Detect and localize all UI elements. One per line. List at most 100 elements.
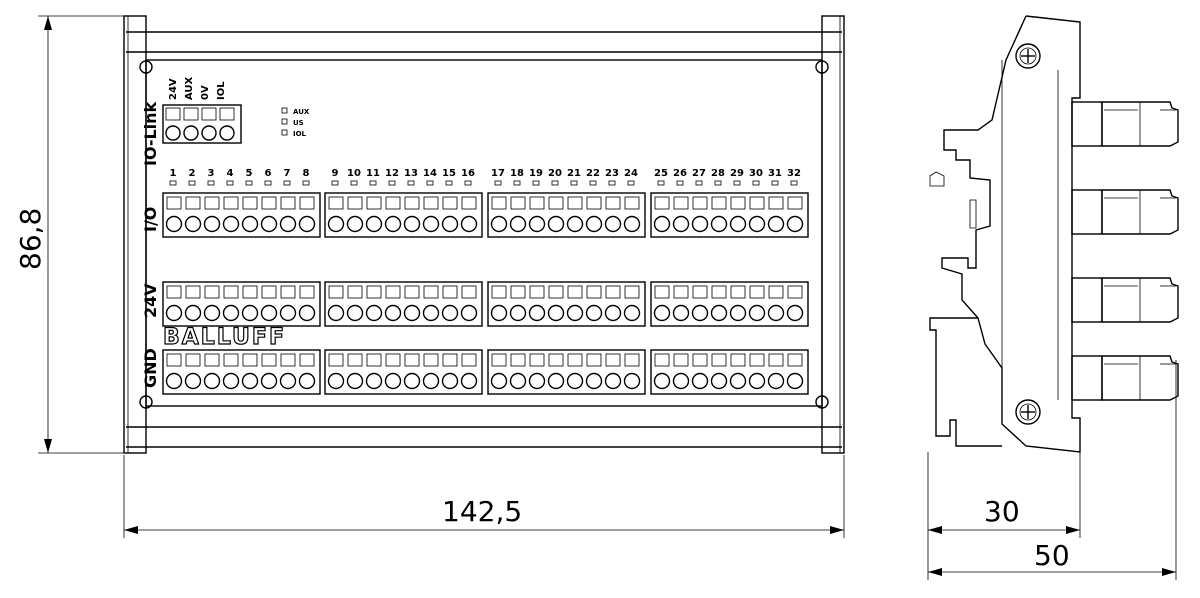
dim-depth-outer: 50 (1034, 539, 1070, 572)
terminal-opening (604, 215, 622, 233)
side-connector-plug (1101, 189, 1179, 235)
channel-led (207, 180, 215, 186)
terminal-latch (787, 196, 803, 210)
terminal-latch (768, 196, 784, 210)
terminal-latch (404, 353, 420, 367)
terminal-latch (673, 285, 689, 299)
terminal-latch (529, 196, 545, 210)
terminal-latch (423, 196, 439, 210)
terminal-latch (223, 285, 239, 299)
terminal-block-24v (162, 281, 321, 327)
terminal-opening (346, 215, 364, 233)
terminal-latch (711, 353, 727, 367)
terminal-opening (786, 304, 804, 322)
terminal-latch (423, 353, 439, 367)
terminal-opening (748, 372, 766, 390)
terminal-opening (691, 215, 709, 233)
terminal-opening (729, 304, 747, 322)
terminal-opening (365, 372, 383, 390)
channel-led (627, 180, 635, 186)
iolink-pin-label: IOL (216, 81, 227, 100)
terminal-opening (786, 215, 804, 233)
terminal-latch (423, 285, 439, 299)
terminal-opening (460, 215, 478, 233)
terminal-block-24v (324, 281, 483, 327)
channel-number: 23 (605, 168, 619, 179)
terminal-opening (346, 372, 364, 390)
terminal-latch (654, 353, 670, 367)
terminal-opening (403, 304, 421, 322)
channel-led (733, 180, 741, 186)
channel-led (245, 180, 253, 186)
terminal-opening (672, 372, 690, 390)
terminal-opening (786, 372, 804, 390)
terminal-opening (222, 304, 240, 322)
channel-led (283, 180, 291, 186)
row-label-gnd: GND (141, 348, 160, 388)
terminal-opening (222, 215, 240, 233)
terminal-latch (548, 196, 564, 210)
terminal-latch (442, 353, 458, 367)
terminal-opening (547, 304, 565, 322)
channel-led (589, 180, 597, 186)
terminal-latch (280, 196, 296, 210)
terminal-latch (280, 353, 296, 367)
terminal-opening (509, 304, 527, 322)
terminal-block-io (162, 192, 321, 238)
channel-number: 30 (749, 168, 763, 179)
terminal-opening (490, 372, 508, 390)
iolink-latch (165, 107, 181, 121)
terminal-opening (585, 304, 603, 322)
terminal-latch (510, 196, 526, 210)
terminal-latch (166, 196, 182, 210)
iolink-latch (183, 107, 199, 121)
terminal-opening (365, 304, 383, 322)
channel-number: 21 (567, 168, 581, 179)
terminal-latch (768, 353, 784, 367)
terminal-opening (241, 372, 259, 390)
terminal-latch (204, 353, 220, 367)
terminal-block-io (650, 192, 809, 238)
terminal-latch (461, 353, 477, 367)
terminal-opening (165, 304, 183, 322)
terminal-opening (422, 372, 440, 390)
channel-number: 3 (208, 168, 215, 179)
terminal-block-io (324, 192, 483, 238)
channel-led (464, 180, 472, 186)
terminal-latch (347, 285, 363, 299)
terminal-latch (548, 285, 564, 299)
terminal-latch (366, 285, 382, 299)
terminal-latch (567, 353, 583, 367)
terminal-opening (509, 372, 527, 390)
terminal-opening (528, 372, 546, 390)
terminal-opening (547, 215, 565, 233)
terminal-opening (241, 304, 259, 322)
terminal-latch (586, 196, 602, 210)
channel-number: 5 (246, 168, 253, 179)
channel-led (513, 180, 521, 186)
terminal-opening (623, 372, 641, 390)
terminal-opening (184, 372, 202, 390)
terminal-opening (528, 215, 546, 233)
terminal-latch (366, 196, 382, 210)
terminal-latch (280, 285, 296, 299)
terminal-opening (653, 372, 671, 390)
terminal-latch (692, 353, 708, 367)
terminal-latch (185, 353, 201, 367)
terminal-latch (768, 285, 784, 299)
channel-led (790, 180, 798, 186)
dim-width: 142,5 (442, 495, 522, 528)
terminal-latch (692, 196, 708, 210)
terminal-opening (460, 304, 478, 322)
channel-number: 8 (303, 168, 310, 179)
terminal-block-io (487, 192, 646, 238)
terminal-opening (585, 215, 603, 233)
terminal-latch (328, 196, 344, 210)
side-connector-base (1071, 277, 1103, 323)
terminal-opening (441, 215, 459, 233)
row-label-iolink: IO-Link (141, 101, 160, 166)
terminal-opening (327, 372, 345, 390)
channel-number: 32 (787, 168, 801, 179)
